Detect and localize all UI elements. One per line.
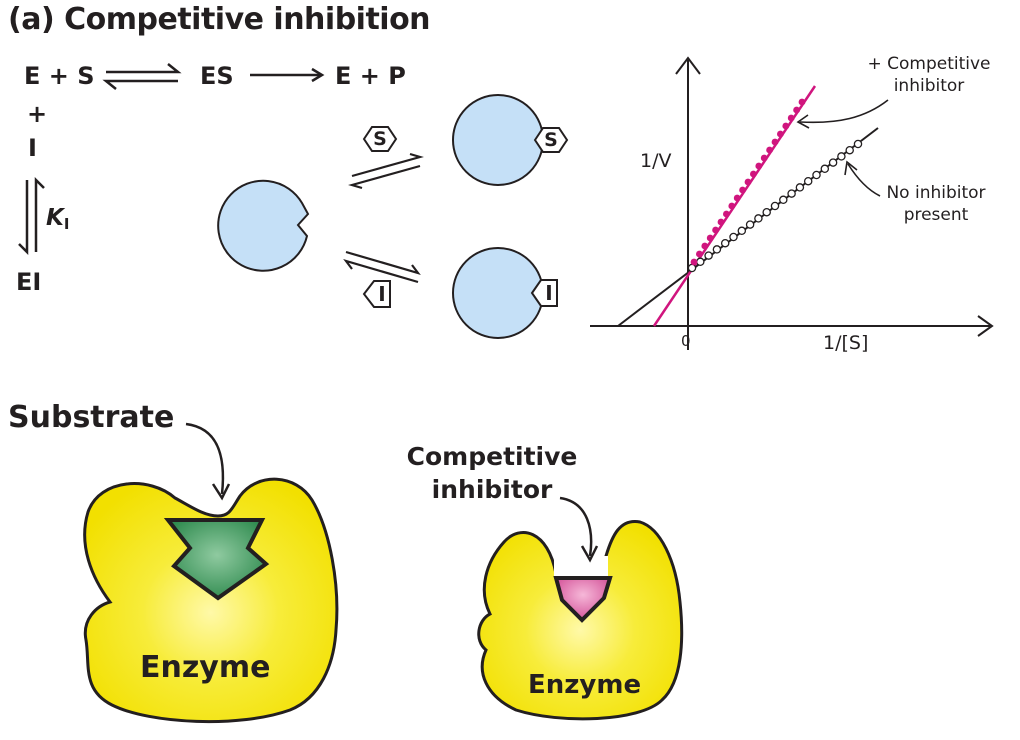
- free-substrate-symbol: [362, 126, 398, 152]
- competitive-callout-arrow: [796, 99, 889, 129]
- no-inhibitor-data-points: [687, 139, 863, 273]
- competitive-point: [728, 202, 736, 210]
- no-inhibitor-point: [720, 238, 730, 248]
- equilibrium-arrow-inhibitor-binding: [343, 250, 421, 284]
- no-inhibitor-callout-arrow: [844, 160, 881, 197]
- k-subscript: I: [63, 215, 70, 233]
- competitive-point: [739, 186, 746, 194]
- x-axis-label: 1/[S]: [823, 332, 869, 354]
- origin-label: 0: [681, 332, 691, 350]
- inhibitor-shape: [553, 576, 613, 623]
- equation-inhibitor: I: [28, 134, 37, 162]
- competitive-point: [760, 154, 768, 162]
- no-inhibitor-point: [696, 257, 705, 267]
- competitive-point: [723, 210, 730, 218]
- no-inhibitor-point: [745, 220, 755, 229]
- competitive-point: [744, 178, 752, 186]
- no-inhibitor-point: [853, 139, 863, 149]
- free-inhibitor-letter: I: [378, 282, 386, 306]
- competitive-point: [706, 234, 714, 242]
- inhibitor-callout-arrow: [559, 496, 599, 563]
- bound-inhibitor-symbol: [530, 279, 558, 307]
- no-inhibitor-point: [803, 176, 813, 186]
- enzyme-left-label: Enzyme: [140, 650, 271, 685]
- bound-substrate-symbol: [533, 127, 569, 153]
- no-inhibitor-point: [779, 195, 788, 205]
- competitive-point: [701, 242, 709, 250]
- competitive-point: [787, 114, 795, 122]
- competitive-point: [750, 170, 757, 178]
- bound-inhibitor-letter: I: [545, 281, 553, 305]
- no-inhibitor-point: [795, 183, 805, 192]
- k-symbol: K: [46, 205, 64, 231]
- no-inhibitor-point: [729, 232, 738, 242]
- equation-ei: EI: [16, 268, 42, 296]
- no-inhibitor-point: [787, 189, 796, 198]
- free-enzyme-shape: [217, 179, 310, 272]
- competitive-inhibitor-label: Competitive inhibitor: [400, 440, 584, 506]
- ei-complex-enzyme: [452, 247, 544, 339]
- free-inhibitor-symbol: [362, 280, 391, 308]
- no-inhibitor-point: [845, 145, 854, 155]
- equation-k: KI: [46, 205, 69, 233]
- substrate-label: Substrate: [8, 400, 175, 435]
- competitive-point: [793, 106, 800, 114]
- no-inhibitor-point: [837, 152, 846, 161]
- free-substrate-letter: S: [373, 128, 387, 150]
- no-inhibitor-label-line1: No inhibitor: [886, 183, 986, 203]
- competitive-point: [690, 258, 698, 266]
- y-axis-label: 1/V: [640, 150, 672, 172]
- equation-plus-inhibitor: +: [27, 100, 48, 128]
- no-inhibitor-point: [712, 245, 722, 254]
- reaction-arrow-product: [250, 67, 325, 83]
- equation-es: ES: [200, 62, 234, 90]
- enzyme-right-pocket: [554, 556, 608, 578]
- no-inhibitor-point: [812, 170, 821, 180]
- competitive-inhibitor-label-line2: inhibitor: [431, 475, 553, 504]
- substrate-callout-arrow: [185, 422, 231, 501]
- es-complex-enzyme: [452, 94, 544, 186]
- equilibrium-arrow-es: [102, 63, 182, 90]
- no-inhibitor-point: [704, 251, 713, 260]
- competitive-point: [782, 122, 790, 130]
- no-inhibitor-point: [828, 158, 838, 167]
- no-inhibitor-point: [762, 207, 771, 217]
- competitive-point: [755, 162, 763, 170]
- equation-e-plus-p: E + P: [335, 62, 406, 90]
- competitive-point: [717, 218, 725, 226]
- competitive-inhibitor-label-line1: Competitive: [406, 442, 578, 471]
- no-inhibitor-point: [737, 226, 747, 236]
- equilibrium-arrow-ki: [18, 176, 45, 256]
- competitive-point: [771, 138, 779, 146]
- enzyme-right-label: Enzyme: [528, 670, 642, 700]
- competitive-point: [798, 98, 806, 106]
- no-inhibitor-graph-label: No inhibitor present: [876, 182, 996, 226]
- competitive-point: [696, 250, 703, 258]
- competitive-point: [733, 194, 741, 202]
- no-inhibitor-point: [687, 263, 697, 273]
- competitive-data-points: [690, 98, 806, 266]
- competitive-label-line1: + Competitive: [867, 54, 991, 74]
- competitive-point: [777, 130, 784, 138]
- graph-axes: [590, 56, 994, 350]
- competitive-point: [712, 226, 719, 234]
- equilibrium-arrow-substrate-binding: [348, 152, 424, 190]
- competitive-inhibitor-graph-label: + Competitive inhibitor: [864, 53, 994, 97]
- substrate-shape: [163, 518, 270, 601]
- competitive-label-line2: inhibitor: [893, 76, 965, 96]
- no-inhibitor-label-line2: present: [903, 205, 969, 225]
- bound-substrate-letter: S: [544, 129, 558, 151]
- enzyme-left-shape: [83, 477, 339, 724]
- equation-e-plus-s: E + S: [24, 62, 95, 90]
- figure-title: (a) Competitive inhibition: [8, 2, 431, 37]
- competitive-point: [766, 146, 773, 154]
- no-inhibitor-point: [820, 164, 830, 174]
- no-inhibitor-point: [754, 214, 763, 223]
- no-inhibitor-point: [770, 201, 780, 211]
